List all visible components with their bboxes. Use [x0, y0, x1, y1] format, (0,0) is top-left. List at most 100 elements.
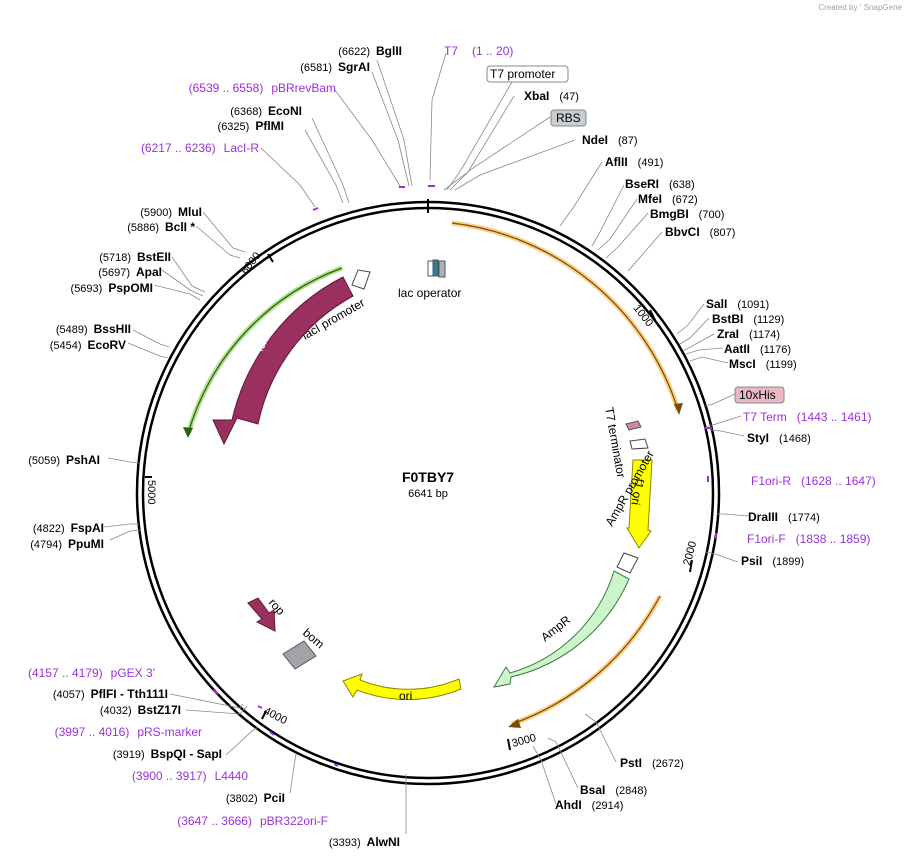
primer-l4440: (3900 .. 3917)L4440: [132, 769, 248, 783]
site-bsshii-pos: (5489): [56, 324, 88, 336]
snapgene-logo-icon: ʼ: [859, 3, 862, 12]
site-aflii-name: AflII: [605, 155, 628, 169]
primer-pbr322ori-f-name: pBR322ori-F: [260, 814, 328, 828]
site-pshai-pos: (5059): [28, 455, 60, 467]
primer-mark-pbr322ori-f: [333, 763, 339, 767]
primer-laci-r-range: (6217 .. 6236): [141, 141, 216, 155]
site-ppumi-name: PpuMI: [68, 537, 104, 551]
site-ahdi-pos: (2914): [592, 800, 624, 812]
site-fspai: (4822)FspAI: [33, 521, 104, 535]
site-xbai-pos: (47): [559, 91, 579, 103]
site-mfei-name: MfeI: [638, 192, 662, 206]
site-alwni: (3393)AlwNI: [329, 835, 400, 849]
site-psti: PstI(2672): [620, 756, 684, 770]
primer-mark-laci-r: [312, 207, 319, 211]
site-ahdi-name: AhdI: [555, 798, 582, 812]
t7-terminator-arrow-1: [625, 420, 642, 431]
site-zrai: ZraI (1174): [717, 327, 780, 341]
site-bspqi-name: BspQI: [151, 747, 186, 761]
site-bmgbi-pos: (700): [699, 209, 725, 221]
site-ndei: NdeI (87): [582, 133, 638, 147]
site-psii-pos: (1899): [772, 556, 804, 568]
primer-prs-marker: (3997 .. 4016)pRS-marker: [55, 725, 202, 739]
site-econi-pos: (6368): [230, 106, 262, 118]
site-bsshii-name: BssHII: [94, 322, 131, 336]
site-aflii-pos: (491): [638, 157, 664, 169]
site-pfimi-pos: (6325): [218, 121, 250, 133]
site-bstz17i-pos: (4032): [100, 705, 132, 717]
ring-ticks: [145, 253, 693, 751]
orf-arc-left-green-core: [187, 267, 343, 435]
primer-f1ori-r: F1ori-R(1628 .. 1647): [751, 474, 876, 488]
site-bbvci: BbvCI(807): [665, 225, 735, 239]
site-pshai: (5059) PshAI: [28, 453, 100, 467]
site-pflfi: (4057)PflFI - Tth111I: [53, 687, 168, 701]
site-bcli-name: BclI *: [165, 220, 195, 234]
site-bcli: (5886) BclI *: [127, 220, 195, 234]
t7-terminator-arrow-2: [629, 438, 649, 450]
site-bsai-pos: (2848): [615, 785, 647, 797]
feature-label-f1-ori: f1 ori: [628, 477, 646, 506]
site-pfimi-name: PflMI: [255, 119, 284, 133]
site-ppumi: (4794)PpuMI: [30, 537, 104, 551]
site-aflii: AflII (491): [605, 155, 663, 169]
site-bseri-pos: (638): [669, 179, 695, 191]
site-sali-name: SalI: [706, 297, 727, 311]
site-bspqi-pos: (3919): [113, 749, 145, 761]
site-zrai-pos: (1174): [749, 329, 780, 341]
tick-label-2000: 2000: [681, 540, 699, 567]
site-sgrai: (6581)SgrAI: [300, 60, 370, 74]
bom-box: [282, 640, 317, 670]
primer-l4440-name: L4440: [215, 769, 249, 783]
site-aatii-pos: (1176): [760, 344, 791, 356]
site-sgrai-name: SgrAI: [338, 60, 370, 74]
plasmid-length: 6641 bp: [408, 488, 448, 500]
orf-arcs: [183, 220, 683, 728]
t7-promoter-label: T7 promoter: [490, 67, 555, 81]
site-zrai-name: ZraI: [717, 327, 739, 341]
laci-arrow: [212, 276, 354, 446]
site-bglii-pos: (6622): [338, 46, 370, 58]
laci-promoter-arrow: [351, 269, 371, 290]
site-pshai-name: PshAI: [66, 453, 100, 467]
orf-arc-right-top-core: [451, 222, 679, 411]
site-bspqi-extra: - SapI: [186, 747, 222, 761]
site-mlui: (5900)MluI: [140, 205, 202, 219]
site-apai: (5697)ApaI: [98, 265, 162, 279]
site-bseri-name: BseRI: [625, 177, 659, 191]
site-pspomi-name: PspOMI: [108, 281, 153, 295]
site-bseri: BseRI (638): [625, 177, 695, 191]
site-sali: SalI(1091): [706, 297, 769, 311]
tick-3000-mark: [507, 738, 511, 751]
credit-brand: SnapGene: [863, 3, 902, 12]
site-bcli-pos: (5886): [127, 222, 159, 234]
lac-operator-box-2: [432, 259, 439, 277]
site-ndei-pos: (87): [618, 135, 638, 147]
site-bspqi: (3919) BspQI - SapI: [113, 747, 222, 761]
site-aatii-name: AatII: [724, 342, 750, 356]
primer-laci-r-name: LacI-R: [224, 141, 260, 155]
primer-marks: [212, 185, 717, 767]
site-alwni-pos: (3393): [329, 837, 361, 849]
site-draiii-pos: (1774): [788, 512, 820, 524]
site-ecorv-pos: (5454): [50, 340, 82, 352]
site-pflfi-name: PflFI: [91, 687, 117, 701]
ampr-arrow: [492, 570, 630, 688]
site-draiii: DraIII(1774): [748, 510, 820, 524]
site-bstbi-name: BstBI: [712, 312, 743, 326]
site-ndei-name: NdeI: [582, 133, 608, 147]
site-styi-name: StyI: [747, 431, 769, 445]
lac-operator-box-1: [427, 260, 434, 277]
primer-prs-marker-range: (3997 .. 4016): [55, 725, 130, 739]
primer-t7-name: T7: [444, 44, 458, 58]
site-bmgbi-name: BmgBI: [650, 207, 689, 221]
primer-labels: T7(1 .. 20) (6539 .. 6558)pBRrevBam (621…: [28, 44, 876, 828]
site-xbai-name: XbaI: [524, 89, 549, 103]
tick-label-4000: 4000: [262, 705, 289, 727]
site-apai-pos: (5697): [98, 267, 130, 279]
primer-f1ori-r-name: F1ori-R: [751, 474, 791, 488]
site-bsteii: (5718)BstEII: [99, 250, 171, 264]
primer-pbrrevbam-range: (6539 .. 6558): [189, 81, 264, 95]
orf-arc-bottom: [511, 594, 663, 727]
10xhis-box: [734, 386, 785, 404]
